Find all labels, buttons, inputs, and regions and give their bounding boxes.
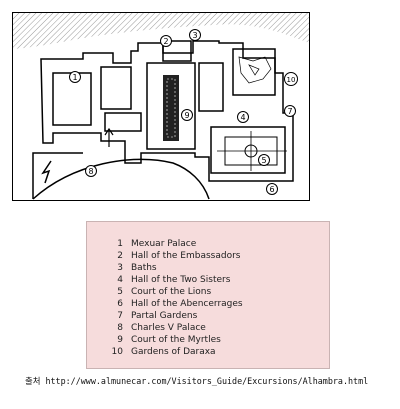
source-link[interactable]: http://www.almunecar.com/Visitors_Guide/… [45,376,369,386]
source-prefix: 출처 [25,376,41,386]
svg-text:6: 6 [269,185,274,194]
svg-text:7: 7 [287,107,292,116]
terrain-hatching [13,13,309,49]
svg-text:4: 4 [240,113,245,122]
myrtles-pool [163,75,179,141]
marker-5: 5 [258,154,270,166]
entrance-arrow [104,127,114,147]
marker-1: 1 [69,71,81,83]
marker-2: 2 [160,35,172,47]
marker-6: 6 [266,183,278,195]
svg-text:5: 5 [261,156,266,165]
source-caption: 출처 http://www.almunecar.com/Visitors_Gui… [25,375,368,387]
marker-7: 7 [284,105,296,117]
building-walls [40,40,294,182]
svg-text:2: 2 [163,37,168,46]
plan-drawing: 1 2 3 4 5 6 7 8 9 10 [13,13,309,200]
svg-text:9: 9 [184,111,189,120]
marker-3: 3 [189,29,201,41]
svg-text:3: 3 [192,31,197,40]
marker-10: 10 [284,72,298,86]
map-markers: 1 2 3 4 5 6 7 8 9 10 [69,29,298,195]
daraxa-gardens [238,56,272,84]
lions-court [217,131,287,171]
svg-text:8: 8 [88,167,93,176]
alhambra-floor-plan: 1 2 3 4 5 6 7 8 9 10 [12,12,310,201]
svg-text:10: 10 [287,76,296,84]
marker-4: 4 [237,111,249,123]
marker-8: 8 [85,165,97,177]
marker-9: 9 [181,109,193,121]
charles-v-palace-outline [32,158,210,200]
svg-text:1: 1 [72,73,77,82]
north-arrow [41,160,52,184]
